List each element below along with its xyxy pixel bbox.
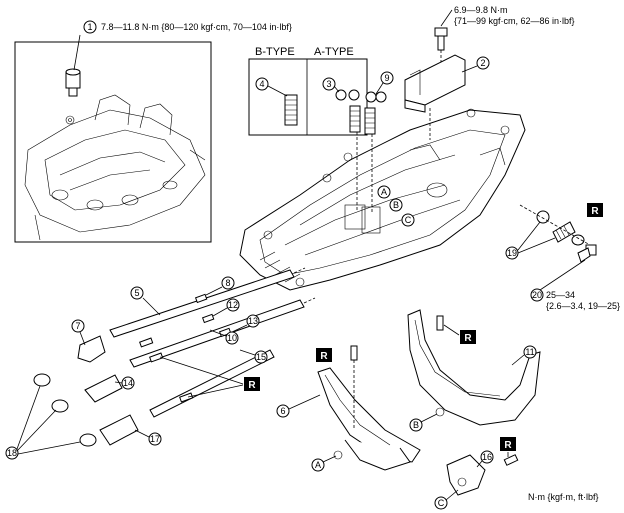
callout-16: 16 [482, 452, 492, 462]
replace-mark: R [316, 348, 332, 362]
svg-text:C: C [405, 215, 412, 225]
ref-c-block: C [434, 496, 448, 510]
washer-icon [571, 234, 585, 246]
bolt-icon [577, 244, 597, 263]
plug-icon [33, 373, 97, 447]
svg-text:B: B [413, 420, 419, 430]
check-ball-icon [536, 210, 550, 224]
callout-11: 11 [525, 347, 534, 357]
callout-7: 7 [75, 321, 80, 331]
spring-icon [284, 94, 298, 126]
callout-13: 13 [248, 316, 258, 326]
svg-text:R: R [248, 380, 256, 391]
torque-spec-2-line2: {71—99 kgf·cm, 62—86 in·lbf} [454, 16, 575, 26]
units-note: N·m {kgf·m, ft·lbf} [528, 492, 599, 502]
torque-spec-2-line1: 6.9—9.8 N·m [454, 5, 508, 15]
callout-18: 18 [7, 448, 17, 458]
callout-10: 10 [227, 333, 237, 343]
ref-a-fork: A [311, 458, 325, 472]
torque-spec-20-line2: {2.6—3.4, 19—25} [546, 301, 620, 311]
callout-19: 19 [507, 248, 517, 258]
svg-text:B: B [393, 200, 399, 210]
bolt-icon [434, 27, 448, 51]
ref-c-housing: C [401, 213, 415, 227]
svg-text:R: R [591, 206, 599, 217]
cover-plate-icon [404, 54, 466, 113]
ref-b-housing: B [389, 198, 403, 212]
svg-text:A: A [315, 460, 321, 470]
callout-2: 2 [480, 58, 485, 68]
callout-9: 9 [384, 73, 389, 83]
svg-text:R: R [504, 440, 512, 451]
callout-3: 3 [326, 79, 331, 89]
shift-fork-6 [317, 345, 421, 471]
torque-spec-20-line1: 25—34 [546, 290, 575, 300]
inset-view [14, 34, 212, 243]
svg-text:C: C [438, 498, 445, 508]
callout-5: 5 [134, 288, 139, 298]
shift-block-16 [446, 454, 519, 496]
callout-1: 1 [83, 20, 97, 34]
svg-text:A: A [381, 187, 387, 197]
b-type-label: B-TYPE [255, 46, 295, 58]
svg-text:R: R [320, 351, 328, 362]
callout-4: 4 [259, 79, 264, 89]
callout-14: 14 [123, 378, 133, 388]
callout-20: 20 [532, 290, 542, 300]
callout-12: 12 [228, 300, 238, 310]
torque-spec-1: 7.8—11.8 N·m {80—120 kgf·cm, 70—104 in·l… [101, 22, 292, 32]
spring-icon [552, 221, 576, 243]
a-type-label: A-TYPE [314, 46, 354, 58]
replace-mark: R [460, 330, 476, 344]
plug-icon [65, 68, 81, 97]
svg-text:R: R [464, 333, 472, 344]
replace-mark: R [244, 377, 260, 391]
type-comparison-box: B-TYPE A-TYPE 4 3 9 [248, 46, 394, 136]
callout-17: 17 [150, 434, 160, 444]
svg-text:1: 1 [87, 22, 92, 32]
replace-mark: R [587, 203, 603, 217]
shift-rods [77, 267, 316, 446]
ref-a-housing: A [377, 185, 391, 199]
callout-8: 8 [225, 278, 230, 288]
shift-fork-11 [407, 309, 541, 426]
replace-mark: R [500, 437, 516, 451]
callout-6: 6 [280, 406, 285, 416]
callout-15: 15 [256, 352, 266, 362]
ref-b-fork: B [409, 418, 423, 432]
